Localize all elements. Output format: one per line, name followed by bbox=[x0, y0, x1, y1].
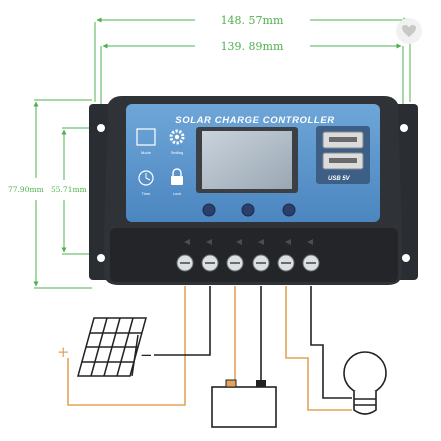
wire-solar-positive bbox=[67, 286, 186, 406]
terminal-markings bbox=[184, 239, 313, 245]
hole-spacing-label: 139. 89mm bbox=[221, 40, 284, 53]
svg-text:Lock: Lock bbox=[173, 191, 181, 196]
dimension-overall-width: 148. 57mm bbox=[94, 14, 411, 102]
mount-hole bbox=[402, 254, 410, 262]
inner-height-label: 55.71mm bbox=[51, 185, 87, 194]
lock-icon bbox=[171, 168, 183, 185]
control-buttons bbox=[202, 203, 296, 217]
overall-width-label: 148. 57mm bbox=[221, 14, 284, 27]
solar-positive-sign: + bbox=[57, 343, 70, 361]
usb-ports: USB 5V bbox=[316, 126, 370, 184]
solar-panel-icon bbox=[77, 317, 147, 377]
battery-icon bbox=[211, 379, 277, 428]
clock-icon bbox=[138, 170, 154, 186]
icon-grid: Mode Setting Time Lock bbox=[136, 128, 185, 196]
terminal-load-negative[interactable] bbox=[302, 254, 320, 272]
terminal-battery-positive[interactable] bbox=[226, 254, 244, 272]
terminal-solar-positive[interactable] bbox=[176, 254, 194, 272]
svg-text:Time: Time bbox=[142, 191, 152, 196]
wire-load-positive bbox=[285, 286, 352, 411]
light-bulb-icon bbox=[343, 351, 387, 415]
terminal-solar-negative[interactable] bbox=[201, 254, 219, 272]
heart-icon bbox=[402, 25, 416, 37]
dimension-overall-height: 77.90mm bbox=[8, 99, 92, 289]
wire-load-negative bbox=[310, 286, 352, 399]
svg-text:Mode: Mode bbox=[141, 150, 152, 155]
middle-button[interactable] bbox=[241, 203, 255, 217]
svg-text:Setting: Setting bbox=[171, 150, 183, 155]
mode-icon bbox=[136, 128, 156, 146]
wire-solar-negative bbox=[154, 286, 211, 356]
lcd-screen bbox=[202, 131, 292, 189]
wiring bbox=[67, 286, 352, 411]
mount-hole bbox=[97, 124, 105, 132]
terminal-battery-negative[interactable] bbox=[252, 254, 270, 272]
controller-title: SOLAR CHARGE CONTROLLER bbox=[175, 115, 334, 126]
mount-hole bbox=[97, 254, 105, 262]
screw-terminals bbox=[176, 254, 320, 272]
dimension-hole-spacing: 139. 89mm bbox=[100, 40, 404, 128]
solar-negative-sign: − bbox=[140, 346, 153, 364]
mount-hole bbox=[400, 124, 408, 132]
usb-label: USB 5V bbox=[328, 176, 351, 182]
gear-icon bbox=[169, 129, 185, 145]
controller-face: SOLAR CHARGE CONTROLLER Mode Setting Tim… bbox=[126, 104, 380, 222]
overall-height-label: 77.90mm bbox=[8, 185, 44, 194]
terminal-load-positive[interactable] bbox=[277, 254, 295, 272]
favorite-button[interactable] bbox=[396, 18, 422, 44]
right-button[interactable] bbox=[282, 203, 296, 217]
left-button[interactable] bbox=[202, 203, 216, 217]
